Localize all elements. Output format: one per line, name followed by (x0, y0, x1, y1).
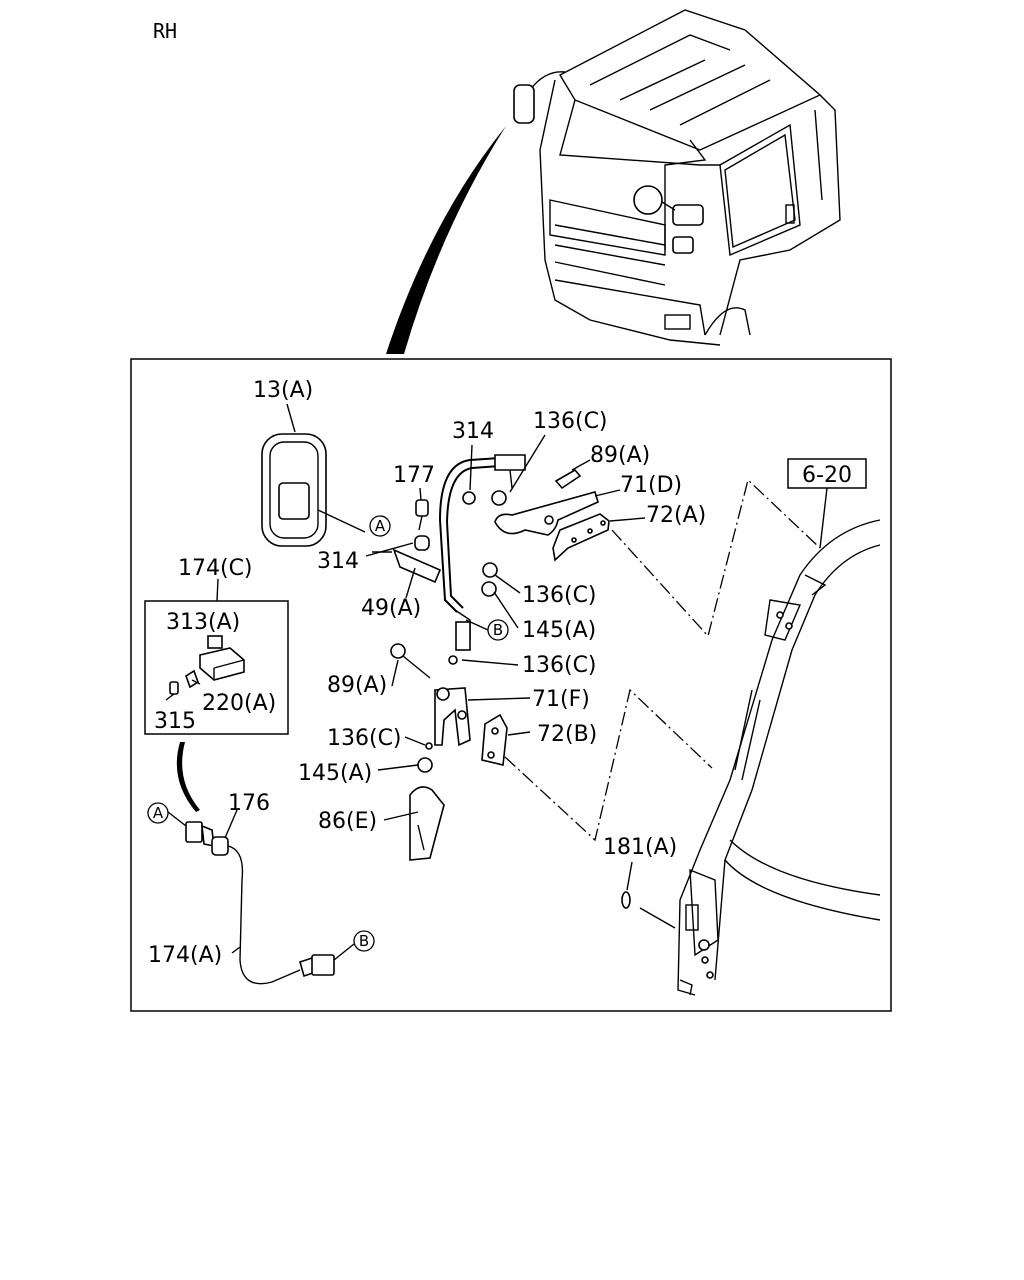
washer-136c (448, 655, 458, 665)
bracket-71d (481, 468, 599, 597)
harness-inset-box (144, 600, 289, 735)
mount-line-lower (504, 688, 713, 842)
pin-315 (165, 681, 179, 701)
bracket-72a (552, 513, 610, 562)
callout-220a: 220(A) (202, 691, 276, 716)
cab-pillar (677, 519, 881, 996)
bracket-72b (481, 713, 508, 766)
callout-145a-upper: 145(A) (522, 618, 596, 643)
callout-314-upper: 314 (452, 419, 494, 444)
mirror-13a (261, 433, 366, 547)
connector-b-lower-label: B (359, 932, 369, 950)
callout-145a-lower: 145(A) (298, 761, 372, 786)
callout-136c-4: 136(C) (327, 726, 402, 751)
callout-136c-3: 136(C) (522, 653, 597, 678)
inset-pointer (176, 742, 200, 812)
mount-line-upper (611, 478, 821, 638)
callout-136c-2: 136(C) (522, 583, 597, 608)
bracket-71f (434, 687, 471, 747)
truck-cab-illustration (513, 9, 841, 346)
callout-89a-upper: 89(A) (590, 443, 650, 468)
callout-174a: 174(A) (148, 943, 222, 968)
side-label: RH (153, 19, 177, 43)
callout-181a: 181(A) (603, 835, 677, 860)
callout-313a: 313(A) (166, 610, 240, 635)
callout-13a: 13(A) (253, 378, 313, 403)
connector-b-upper-label: B (493, 621, 503, 639)
callout-315: 315 (154, 709, 196, 734)
callout-314-lower: 314 (317, 549, 359, 574)
connector-a-lower-label: A (153, 804, 164, 822)
leader-lines (167, 403, 676, 961)
callout-136c-1: 136(C) (533, 409, 608, 434)
reference-box (787, 458, 867, 489)
callout-89a-lower: 89(A) (327, 673, 387, 698)
harness-174a (185, 821, 335, 985)
seal-220a (185, 669, 199, 689)
connector-b-upper: B (487, 619, 509, 641)
callout-177: 177 (393, 463, 435, 488)
nut-145a-lower (417, 757, 433, 773)
reference-box-text: 6-20 (802, 463, 852, 488)
callout-71d: 71(D) (620, 473, 682, 498)
cover-86e (409, 786, 445, 861)
bolt-177 (415, 499, 429, 531)
connector-a-upper-label: A (375, 517, 386, 535)
callout-176: 176 (228, 791, 270, 816)
callout-49a: 49(A) (361, 596, 421, 621)
detail-frame (130, 358, 892, 1012)
callout-72a: 72(A) (646, 503, 706, 528)
pointer-arrow (386, 126, 506, 354)
callout-71f: 71(F) (532, 687, 590, 712)
connector-b-lower: B (353, 930, 375, 952)
grommet-181a (621, 891, 631, 909)
callout-86e: 86(E) (318, 809, 377, 834)
connector-a-lower: A (147, 802, 169, 824)
callout-174c: 174(C) (178, 556, 253, 581)
callout-72b: 72(B) (537, 722, 597, 747)
bolt-89a-lower (390, 643, 431, 679)
connector-a-upper: A (369, 515, 391, 537)
washer-136c-lower (425, 742, 433, 750)
connector-313a (199, 635, 245, 681)
